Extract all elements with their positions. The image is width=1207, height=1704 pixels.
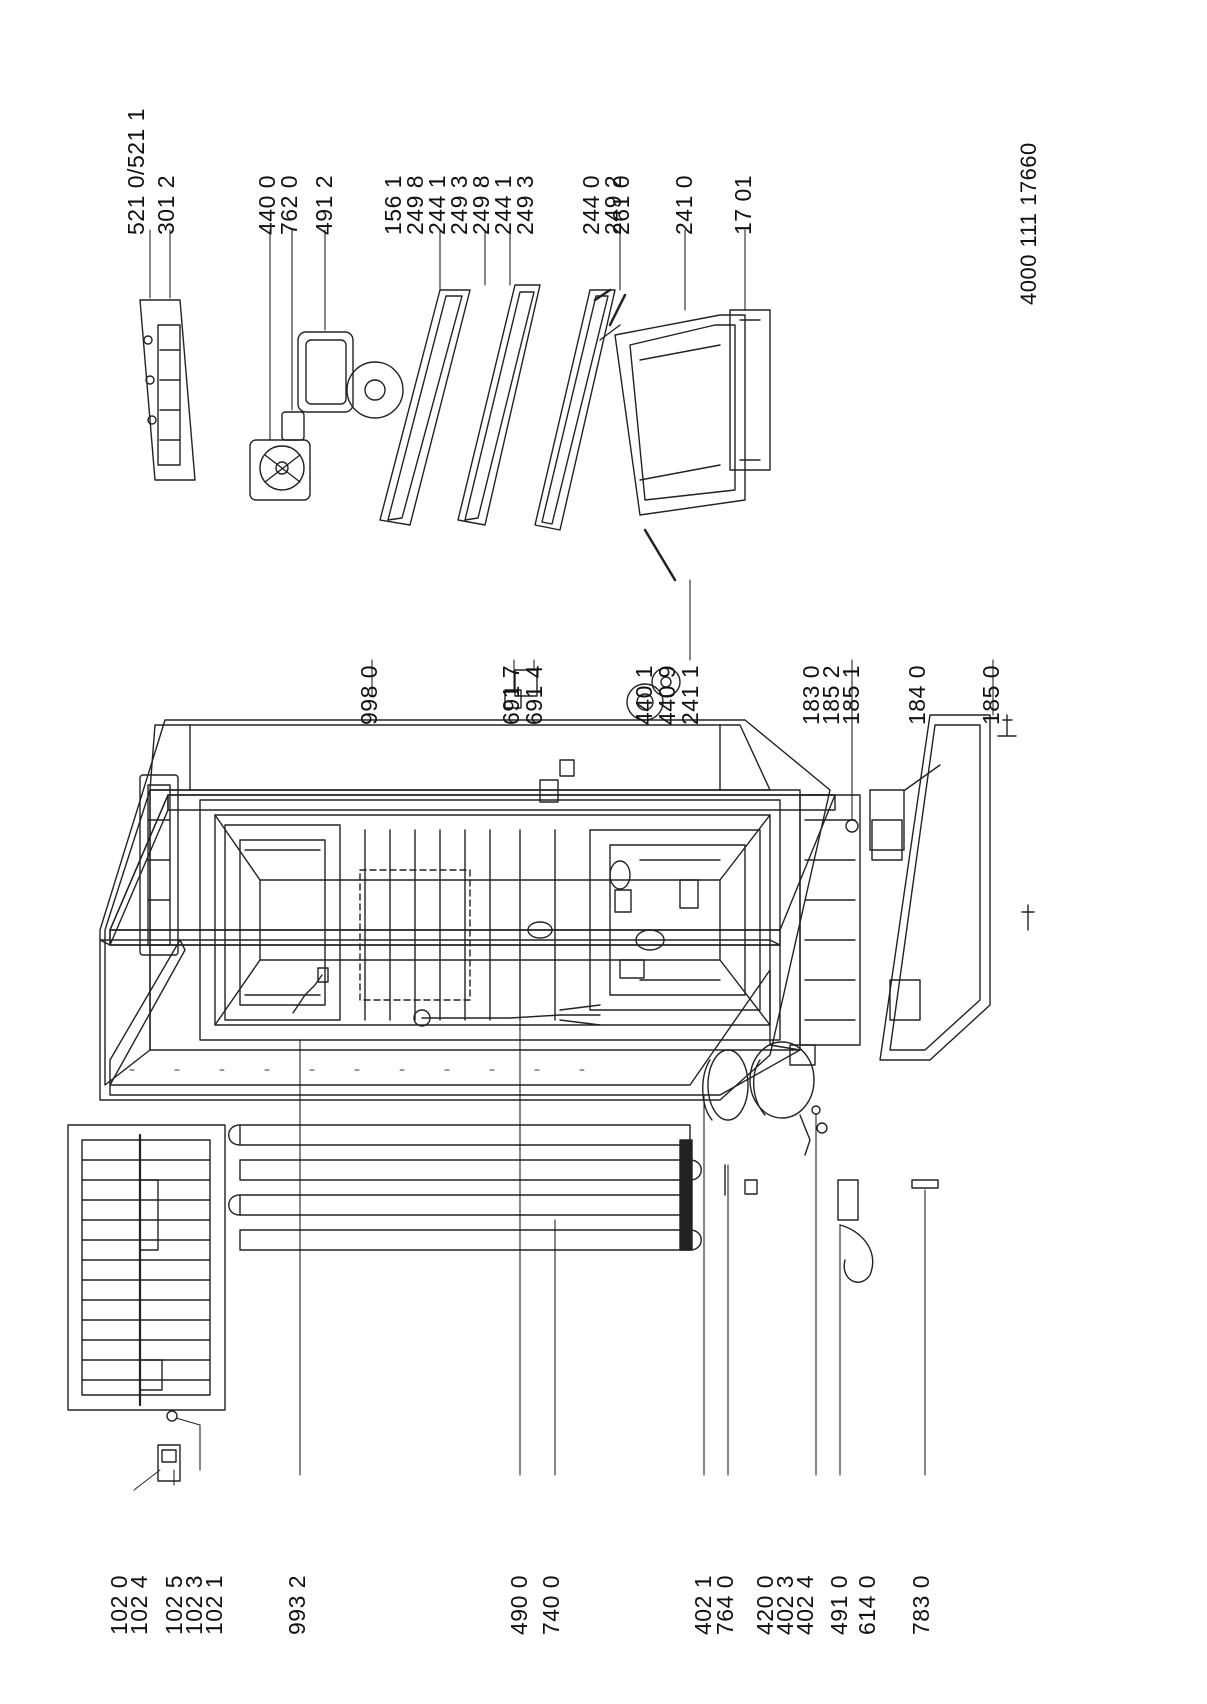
- label-102-1: 102 1: [201, 1574, 227, 1635]
- label-762-0: 762 0: [276, 174, 302, 235]
- label-614-0: 614 0: [854, 1574, 880, 1635]
- crisper-drawer: [600, 310, 770, 580]
- label-249-3-b: 249 3: [512, 174, 538, 235]
- cabinet-shell: [100, 720, 835, 1100]
- label-244-1-b: 244 1: [490, 174, 516, 235]
- label-783-0: 783 0: [908, 1574, 934, 1635]
- condenser-coil: [229, 1125, 702, 1250]
- label-491-0: 491 0: [826, 1574, 852, 1635]
- label-440-9: 440 9: [654, 664, 680, 725]
- label-490-0: 490 0: [506, 1574, 532, 1635]
- label-993-2: 993 2: [284, 1574, 310, 1635]
- label-185-0: 185 0: [978, 664, 1004, 725]
- label-402-1: 402 1: [690, 1574, 716, 1635]
- base-frame: [870, 715, 990, 1060]
- fan-group: [250, 332, 403, 500]
- small-parts: [505, 668, 680, 720]
- label-249-8-b: 249 8: [468, 174, 494, 235]
- label-184-0: 184 0: [904, 664, 930, 725]
- label-440-0: 440 0: [254, 174, 280, 235]
- label-491-2: 491 2: [311, 174, 337, 235]
- label-244-0: 244 0: [578, 174, 604, 235]
- label-521-0-521-1: 521 0/521 1: [123, 107, 149, 235]
- label-301-2: 301 2: [153, 174, 179, 235]
- shelves: [380, 285, 625, 530]
- label-740-0: 740 0: [538, 1574, 564, 1635]
- compressor-group: [703, 1042, 873, 1282]
- label-691-7: 691 7: [498, 664, 524, 725]
- label-402-4: 402 4: [792, 1574, 818, 1635]
- label-998-0: 998 0: [356, 664, 382, 725]
- label-244-1-a: 244 1: [424, 174, 450, 235]
- feet: [846, 715, 1034, 930]
- label-241-0: 241 0: [671, 174, 697, 235]
- label-185-1: 185 1: [838, 664, 864, 725]
- rail-strip: [912, 1180, 938, 1188]
- thermostat-wire: [414, 1005, 600, 1026]
- power-cord: [293, 968, 328, 1013]
- label-440-1: 440 1: [631, 664, 657, 725]
- label-691-4: 691 4: [521, 664, 547, 725]
- top-control-panel: [140, 775, 178, 955]
- control-unit: [140, 300, 195, 480]
- label-249-3-a: 249 3: [446, 174, 472, 235]
- label-156-1: 156 1: [380, 174, 406, 235]
- door-panels: [68, 1125, 225, 1410]
- label-261-0: 261 0: [608, 174, 634, 235]
- leader-lines: [150, 230, 993, 1485]
- label-764-0: 764 0: [712, 1574, 738, 1635]
- hinge-parts: [134, 1411, 200, 1490]
- drawing-number: 4000 111 17660: [1016, 142, 1041, 305]
- label-241-1: 241 1: [677, 664, 703, 725]
- base-plate: [800, 795, 860, 1045]
- label-102-4: 102 4: [126, 1574, 152, 1635]
- label-249-8-a: 249 8: [402, 174, 428, 235]
- label-17-01: 17 01: [730, 174, 756, 235]
